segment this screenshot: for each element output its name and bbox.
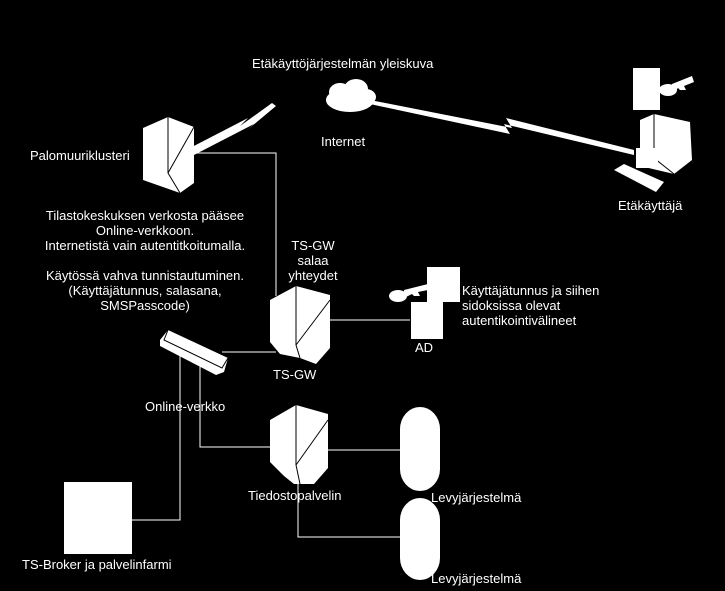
remote-user-label: Etäkäyttäjä (618, 198, 683, 213)
key-icon (659, 76, 694, 96)
lightning-link-icon (190, 103, 276, 156)
switch-fileserver-link (199, 360, 276, 448)
computer-icon (614, 68, 694, 192)
monitor-back (633, 68, 660, 110)
info-line: Internetistä vain autentitkoitumalla. (44, 238, 246, 253)
info-block: Tilastokeskuksen verkosta pääsee Online-… (20, 208, 270, 313)
key-icon (389, 284, 428, 302)
disk2-label: Levyjärjestelmä (431, 571, 522, 586)
disk-icon (400, 498, 440, 580)
broker-label: TS-Broker ja palvelinfarmi (22, 557, 172, 572)
monitor-screen (636, 148, 658, 168)
ad-box-back (427, 267, 460, 302)
tsgw-note: TS-GW salaa yhteydet (282, 238, 344, 283)
disk1-label: Levyjärjestelmä (431, 490, 522, 505)
ad-desc-line: sidoksissa olevat (462, 298, 561, 313)
online-network-label: Online-verkko (145, 399, 226, 414)
info-line: Tilastokeskuksen verkosta pääsee (45, 208, 245, 223)
ad-desc-line: Käyttäjätunnus ja siihen (462, 283, 600, 298)
firewall-tsgw-link (190, 152, 277, 296)
server-icon (270, 405, 329, 485)
info-line: SMSPasscode) (100, 298, 190, 313)
info-line: Käytössä vahva tunnistautuminen. (45, 268, 244, 283)
ad-box-front (411, 302, 443, 339)
info-line (20, 253, 270, 268)
file-server-label: Tiedostopalvelin (248, 488, 342, 503)
ad-group (389, 267, 460, 339)
fileserver-disk2-link (297, 470, 400, 538)
switch-broker-link (132, 355, 181, 521)
lightning-link-icon (370, 100, 634, 155)
ad-label: AD (415, 340, 434, 355)
diagram-title: Etäkäyttöjärjestelmän yleiskuva (252, 56, 434, 71)
firewall-label: Palomuuriklusteri (30, 148, 130, 163)
tsgw-note-line: yhteydet (288, 268, 338, 283)
tsgw-label: TS-GW (273, 367, 317, 382)
connection-lines (132, 152, 410, 538)
ad-desc-line: autentikointivälineet (462, 313, 577, 328)
broker-box (64, 482, 132, 554)
tsgw-note-line: TS-GW (291, 238, 335, 253)
server-icon (270, 286, 331, 364)
info-line: (Käyttäjätunnus, salasana, (68, 283, 222, 298)
info-line: Online-verkkoon. (95, 223, 195, 238)
ad-description: Käyttäjätunnus ja siihen sidoksissa olev… (462, 283, 599, 328)
tsgw-note-line: salaa (297, 253, 329, 268)
switch-icon (160, 329, 229, 375)
internet-label: Internet (321, 134, 366, 149)
disk-icon (400, 407, 440, 491)
server-icon (143, 117, 195, 194)
cloud-icon (326, 79, 376, 112)
